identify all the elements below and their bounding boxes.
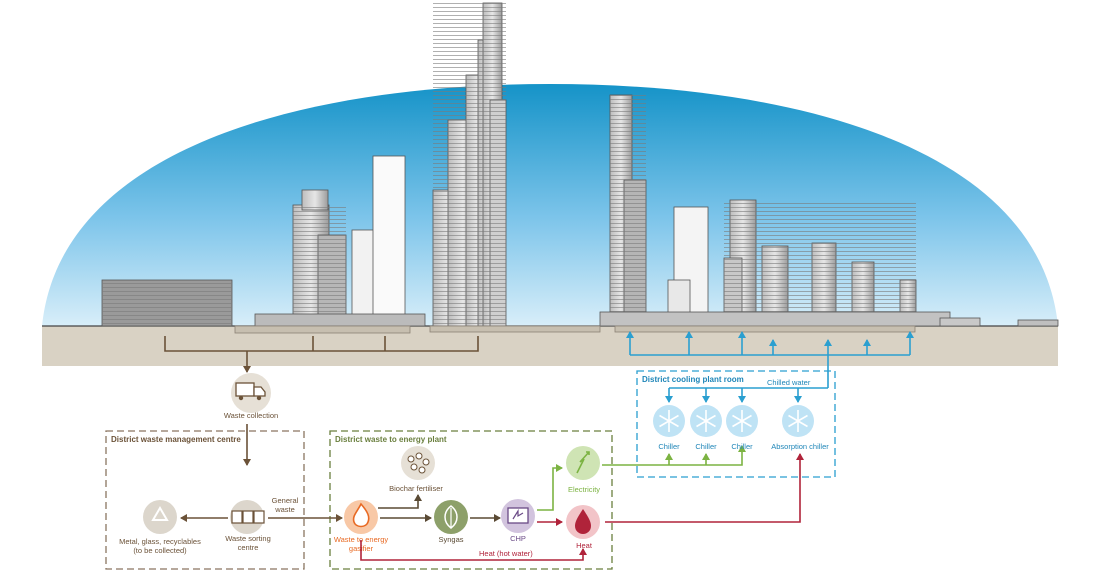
cooling-plant-title: District cooling plant room <box>642 375 744 384</box>
chiller-label-1: Chiller <box>658 442 680 451</box>
absorption-chiller-label: Absorption chiller <box>771 442 829 451</box>
chilled-water-network <box>626 331 914 403</box>
waste-management-box <box>105 430 305 570</box>
snowflake-icon <box>726 405 758 437</box>
general-waste-label-line2: waste <box>274 505 295 514</box>
syngas-label: Syngas <box>438 535 463 544</box>
recycle-icon <box>143 500 177 534</box>
electricity-label: Electricity <box>568 485 600 494</box>
chilled-water-label: Chilled water <box>767 378 811 387</box>
snowflake-icon <box>653 405 685 437</box>
snowflake-icon <box>690 405 722 437</box>
waste-to-energy-box <box>329 430 613 570</box>
biochar-label: Biochar fertiliser <box>389 484 443 493</box>
lightning-icon <box>566 446 600 480</box>
pellets-icon <box>401 446 435 480</box>
waste-collection-network <box>164 336 479 373</box>
city-skyline <box>101 2 1059 327</box>
chiller-label-2: Chiller <box>695 442 717 451</box>
bins-icon <box>230 500 265 534</box>
waste-collection-label: Waste collection <box>224 411 278 420</box>
chp-label: CHP <box>510 534 526 543</box>
sorting-label-line2: centre <box>238 543 259 552</box>
snowflake-icon <box>782 405 814 437</box>
ground-strip <box>42 326 1058 366</box>
droplet-icon <box>566 505 600 539</box>
waste-to-energy-title: District waste to energy plant <box>335 435 447 444</box>
waste-management-title: District waste management centre <box>111 435 241 444</box>
underground-basement <box>234 325 916 334</box>
recyclables-label-line2: (to be collected) <box>133 546 187 555</box>
chiller-label-3: Chiller <box>731 442 753 451</box>
recyclables-label-line1: Metal, glass, recyclables <box>119 537 201 546</box>
truck-icon <box>231 373 271 413</box>
sorting-label-line1: Waste sorting <box>225 534 271 543</box>
flame-icon <box>344 500 378 534</box>
generator-icon <box>501 499 535 533</box>
leaf-icon <box>434 500 468 534</box>
heat-hot-water-label: Heat (hot water) <box>479 549 533 558</box>
general-waste-label-line1: General <box>272 496 299 505</box>
gasifier-label-line1: Waste to energy <box>334 535 389 544</box>
heat-label: Heat <box>576 541 593 550</box>
cooling-plant-box <box>636 370 836 478</box>
